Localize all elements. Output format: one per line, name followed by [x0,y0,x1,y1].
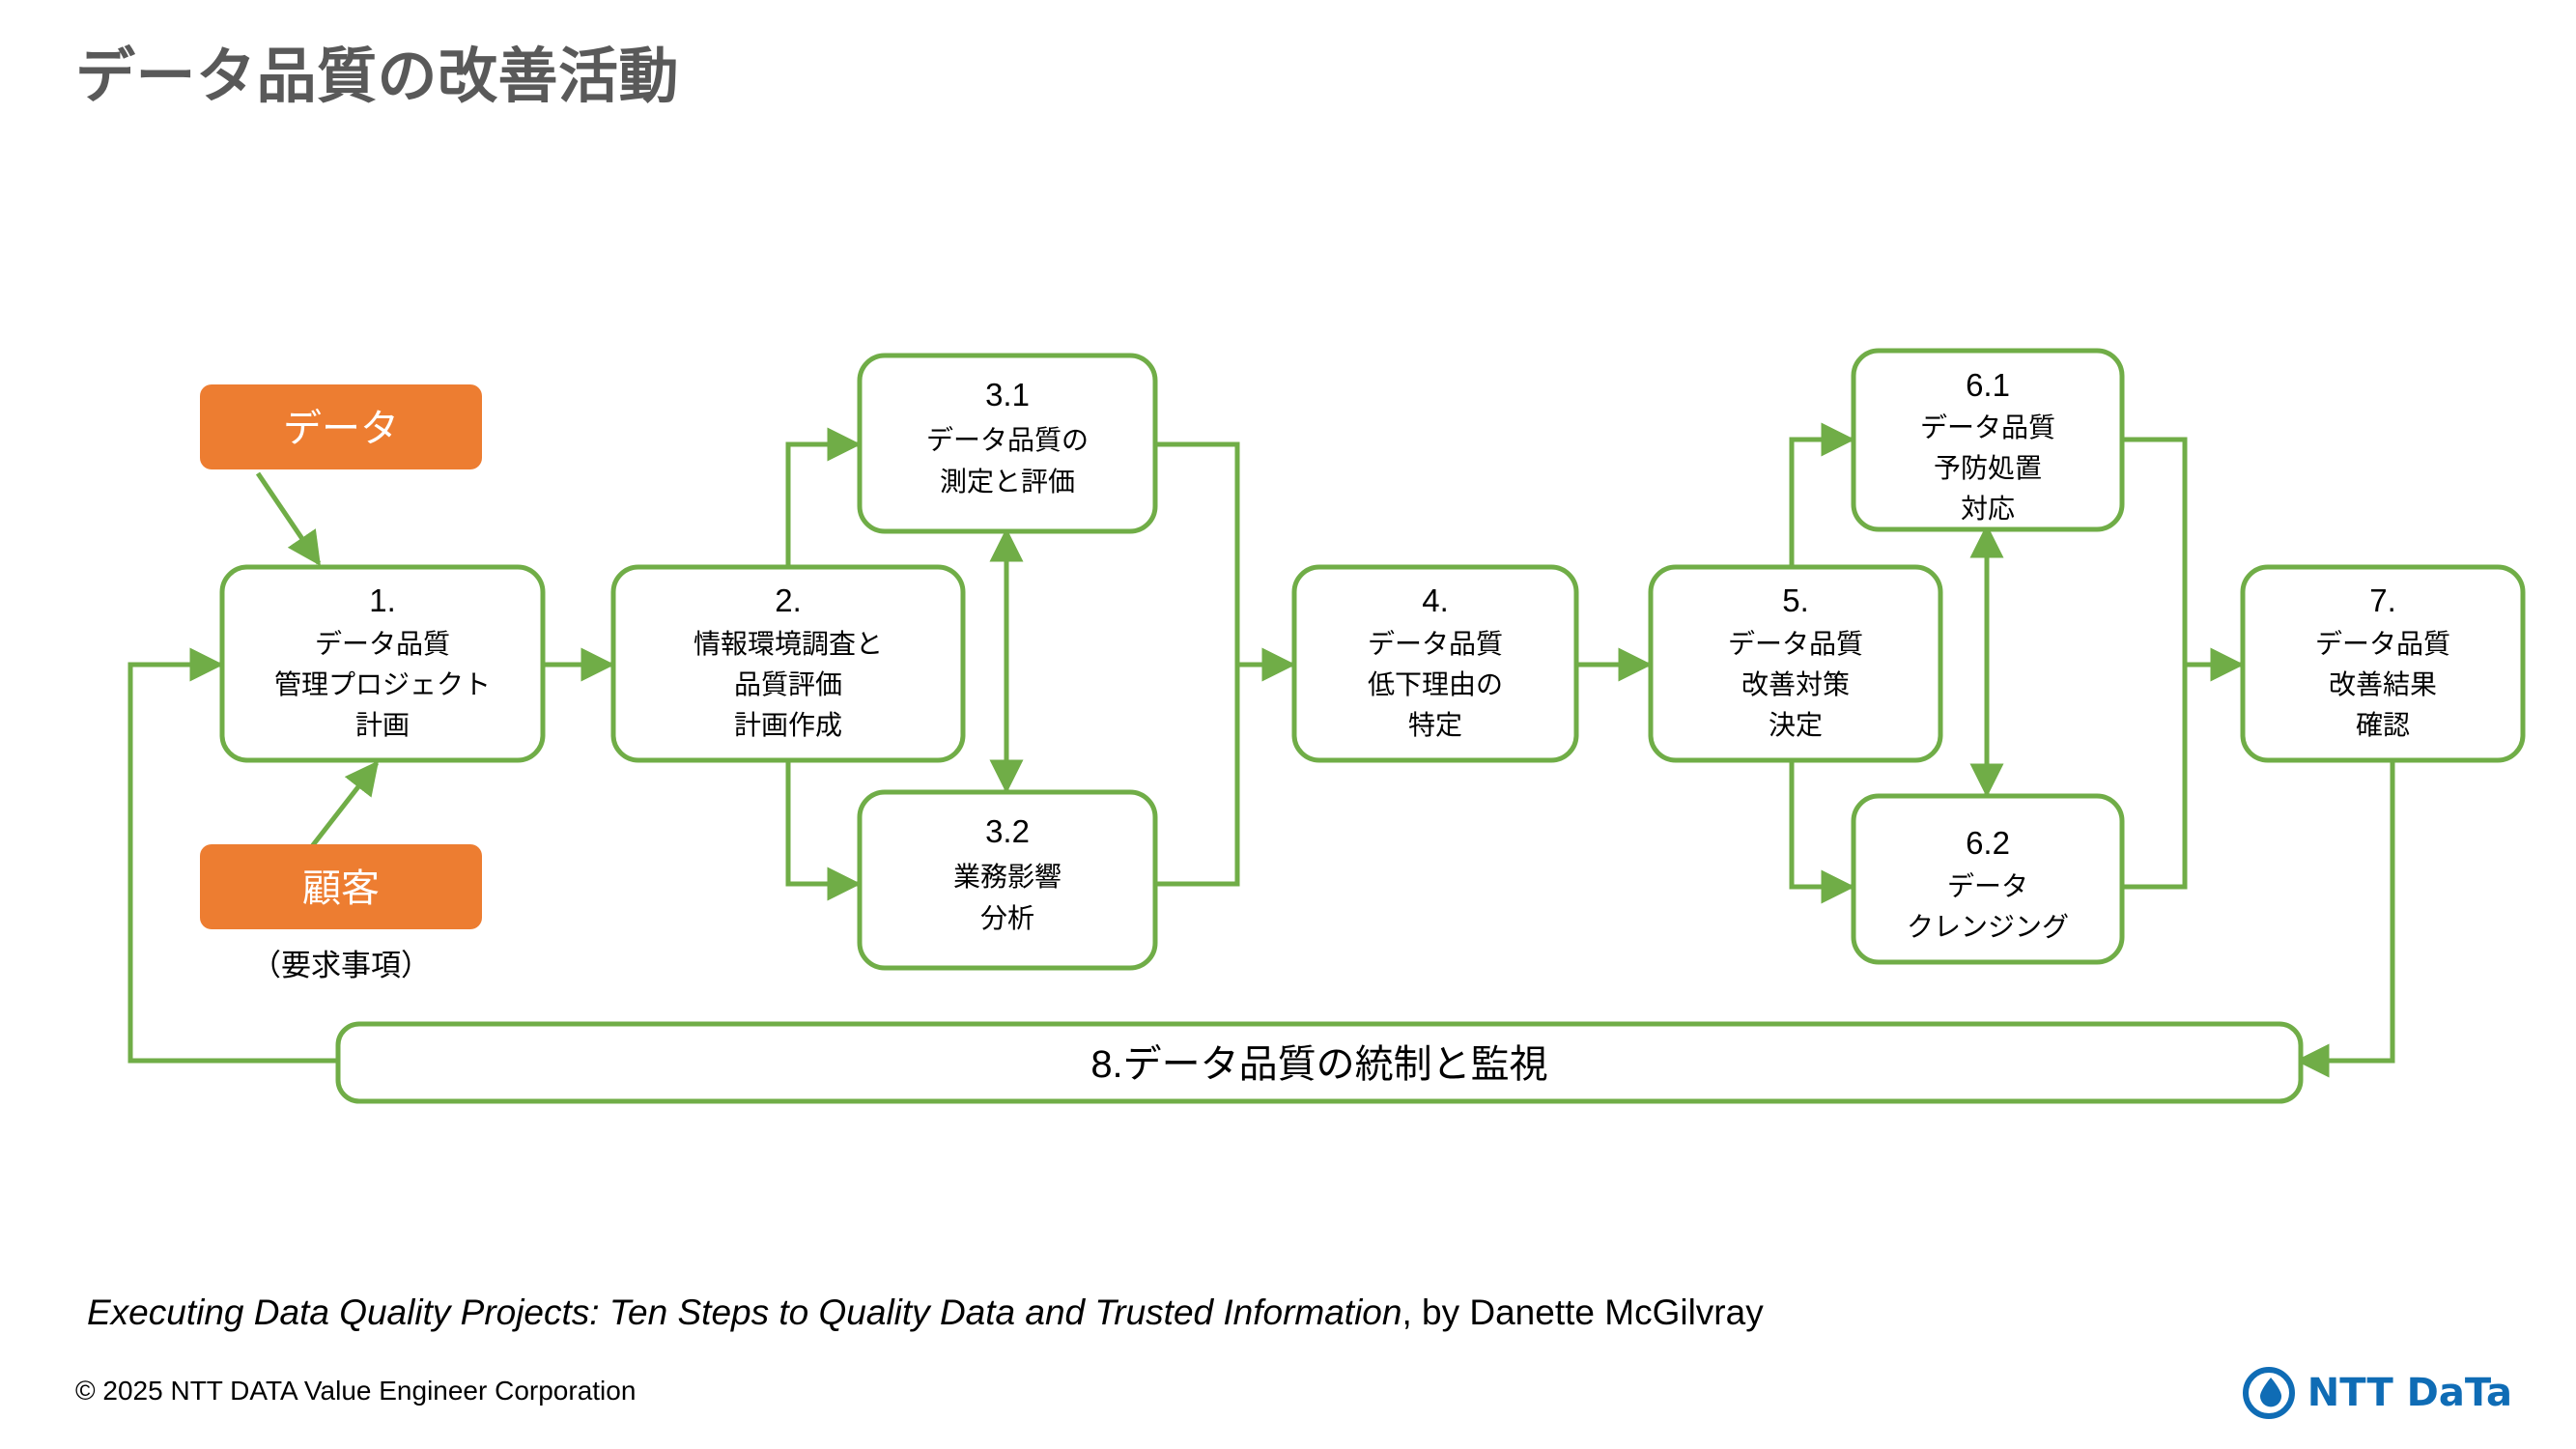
step-5-line-3: 決定 [1769,710,1823,740]
connector-s61-to-s7 [2121,437,2188,665]
step-5-line-2: 改善対策 [1741,669,1850,699]
step-node-6-1[interactable]: 6.1 データ品質 予防処置 対応 [1851,348,2125,532]
step-6-2-line-1: データ [1947,871,2028,901]
step-1-line-1: データ品質 [315,629,450,659]
step-node-3-1[interactable]: 3.1 データ品質の 測定と評価 [857,353,1158,534]
step-node-3-2[interactable]: 3.2 業務影響 分析 [857,789,1158,971]
connector-s8-to-s1 [127,647,340,1064]
step-3-2-number: 3.2 [985,813,1030,849]
step-6-1-number: 6.1 [1966,367,2010,403]
source-data-label: データ [283,408,399,450]
connector-s32-to-s4 [1155,647,1296,887]
citation: Executing Data Quality Projects: Ten Ste… [87,1293,1764,1333]
source-data-rect [200,384,482,469]
step-7-rect [2240,564,2526,763]
connector-s5-to-s62 [1789,759,1855,904]
step-3-2-rect [857,789,1158,971]
step-6-1-line-2: 予防処置 [1934,453,2042,483]
source-customer-rect [200,844,482,929]
step-node-6-2[interactable]: 6.2 データ クレンジング [1851,793,2125,965]
step-1-line-2: 管理プロジェクト [274,669,491,699]
step-node-7[interactable]: 7. データ品質 改善結果 確認 [2240,564,2526,763]
step-5-rect [1648,564,1943,763]
step-node-2[interactable]: 2. 情報環境調査と 品質評価 計画作成 [610,564,966,763]
connector-s2-to-s32 [785,759,862,901]
flowchart-diagram: .conn{fill:none;stroke:#70AD47;stroke-wi… [127,348,2526,1104]
copyright-notice: © 2025 NTT DATA Value Engineer Corporati… [75,1376,637,1406]
connector-s31-to-s4 [1155,441,1240,665]
step-3-1-line-1: データ品質の [926,425,1089,455]
ntt-data-wordmark: NTT DaTa [2307,1371,2512,1415]
step-7-number: 7. [2369,582,2396,618]
source-node-data[interactable]: データ [200,384,482,469]
step-8-rect [335,1021,2304,1104]
source-node-customer[interactable]: 顧客 （要求事項） [200,844,482,982]
source-customer-label: 顧客 [302,867,380,910]
step-2-line-3: 計画作成 [734,710,842,740]
step-3-2-line-1: 業務影響 [953,862,1062,892]
step-6-1-rect [1851,348,2125,532]
step-6-1-line-1: データ品質 [1920,412,2055,442]
step-2-line-2: 品質評価 [734,669,842,699]
step-node-8-band[interactable]: 8.データ品質の統制と監視 [335,1021,2304,1104]
step-7-line-1: データ品質 [2315,629,2450,659]
step-2-number: 2. [775,582,802,618]
connector-data-to-s1 [255,471,322,566]
page-title: データ品質の改善活動 [75,43,680,110]
step-3-1-number: 3.1 [985,377,1030,412]
step-6-2-rect [1851,793,2125,965]
citation-title: Executing Data Quality Projects: Ten Ste… [87,1293,1402,1332]
step-1-rect [219,564,546,763]
step-5-line-1: データ品質 [1728,629,1863,659]
step-1-number: 1. [369,582,396,618]
ntt-data-logo: NTT DaTa [2242,1366,2512,1420]
citation-author: , by Danette McGilvray [1401,1293,1764,1332]
connector-s62-to-s7 [2121,647,2245,890]
connector-s2-to-s31 [785,427,862,570]
step-4-line-3: 特定 [1408,710,1462,740]
step-5-number: 5. [1782,582,1809,618]
step-6-1-line-3: 対応 [1961,494,2015,524]
step-node-4[interactable]: 4. データ品質 低下理由の 特定 [1291,564,1579,763]
connector-s5-to-s61 [1789,422,1855,570]
source-customer-caption: （要求事項） [251,949,431,982]
step-6-2-number: 6.2 [1966,825,2010,861]
step-7-line-2: 改善結果 [2329,669,2437,699]
step-3-2-line-2: 分析 [980,903,1034,933]
ntt-data-mark-icon [2242,1367,2295,1419]
step-1-line-3: 計画 [355,710,410,740]
step-8-label: 8.データ品質の統制と監視 [1090,1043,1547,1086]
connector-customer-to-s1 [307,760,380,852]
step-3-1-rect [857,353,1158,534]
step-3-1-line-2: 測定と評価 [940,467,1075,497]
step-7-line-3: 確認 [2356,710,2410,740]
step-node-5[interactable]: 5. データ品質 改善対策 決定 [1648,564,1943,763]
step-2-line-1: 情報環境調査と [694,629,883,659]
step-4-number: 4. [1422,582,1449,618]
step-4-line-2: 低下理由の [1368,669,1503,699]
step-2-rect [610,564,966,763]
step-4-line-1: データ品質 [1368,629,1503,659]
step-6-2-line-2: クレンジング [1907,912,2069,942]
step-4-rect [1291,564,1579,763]
step-node-1[interactable]: 1. データ品質 管理プロジェクト 計画 [219,564,546,763]
connector-s7-to-s8 [2295,759,2395,1078]
